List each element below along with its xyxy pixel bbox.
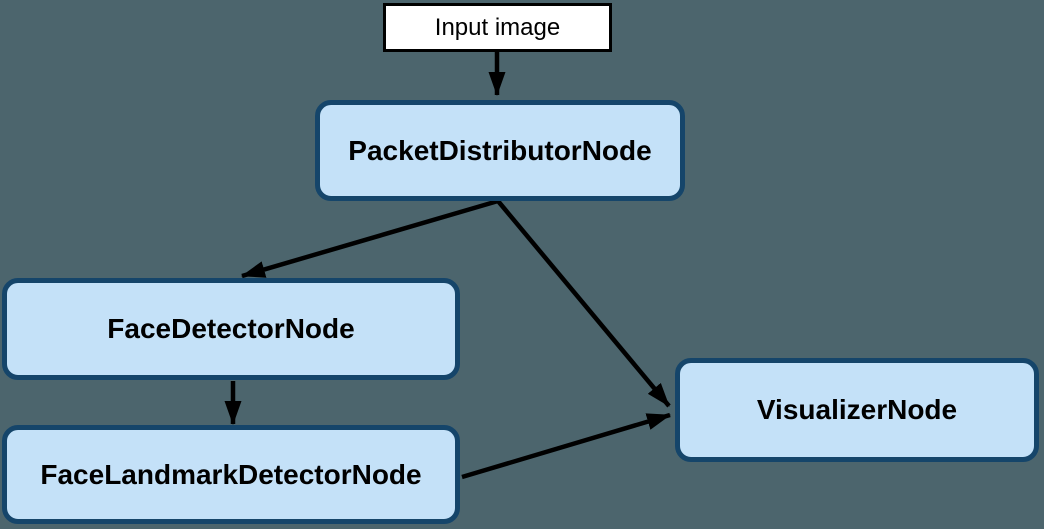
node-face-detector: FaceDetectorNode bbox=[2, 278, 460, 380]
node-visualizer: VisualizerNode bbox=[675, 358, 1039, 462]
node-packet-distributor-label: PacketDistributorNode bbox=[348, 134, 652, 166]
edge-packet-distributor-to-face-detector bbox=[241, 198, 499, 279]
node-input-image: Input image bbox=[383, 3, 612, 52]
node-packet-distributor: PacketDistributorNode bbox=[315, 100, 685, 201]
node-face-landmark-detector-label: FaceLandmarkDetectorNode bbox=[40, 458, 422, 490]
node-visualizer-label: VisualizerNode bbox=[756, 394, 958, 425]
edge-face-landmark-detector-to-visualizer bbox=[461, 412, 671, 480]
node-input-image-label: Input image bbox=[434, 13, 561, 41]
node-face-landmark-detector: FaceLandmarkDetectorNode bbox=[2, 425, 460, 524]
edge-packet-distributor-to-visualizer bbox=[496, 199, 671, 408]
node-face-detector-label: FaceDetectorNode bbox=[107, 313, 355, 344]
